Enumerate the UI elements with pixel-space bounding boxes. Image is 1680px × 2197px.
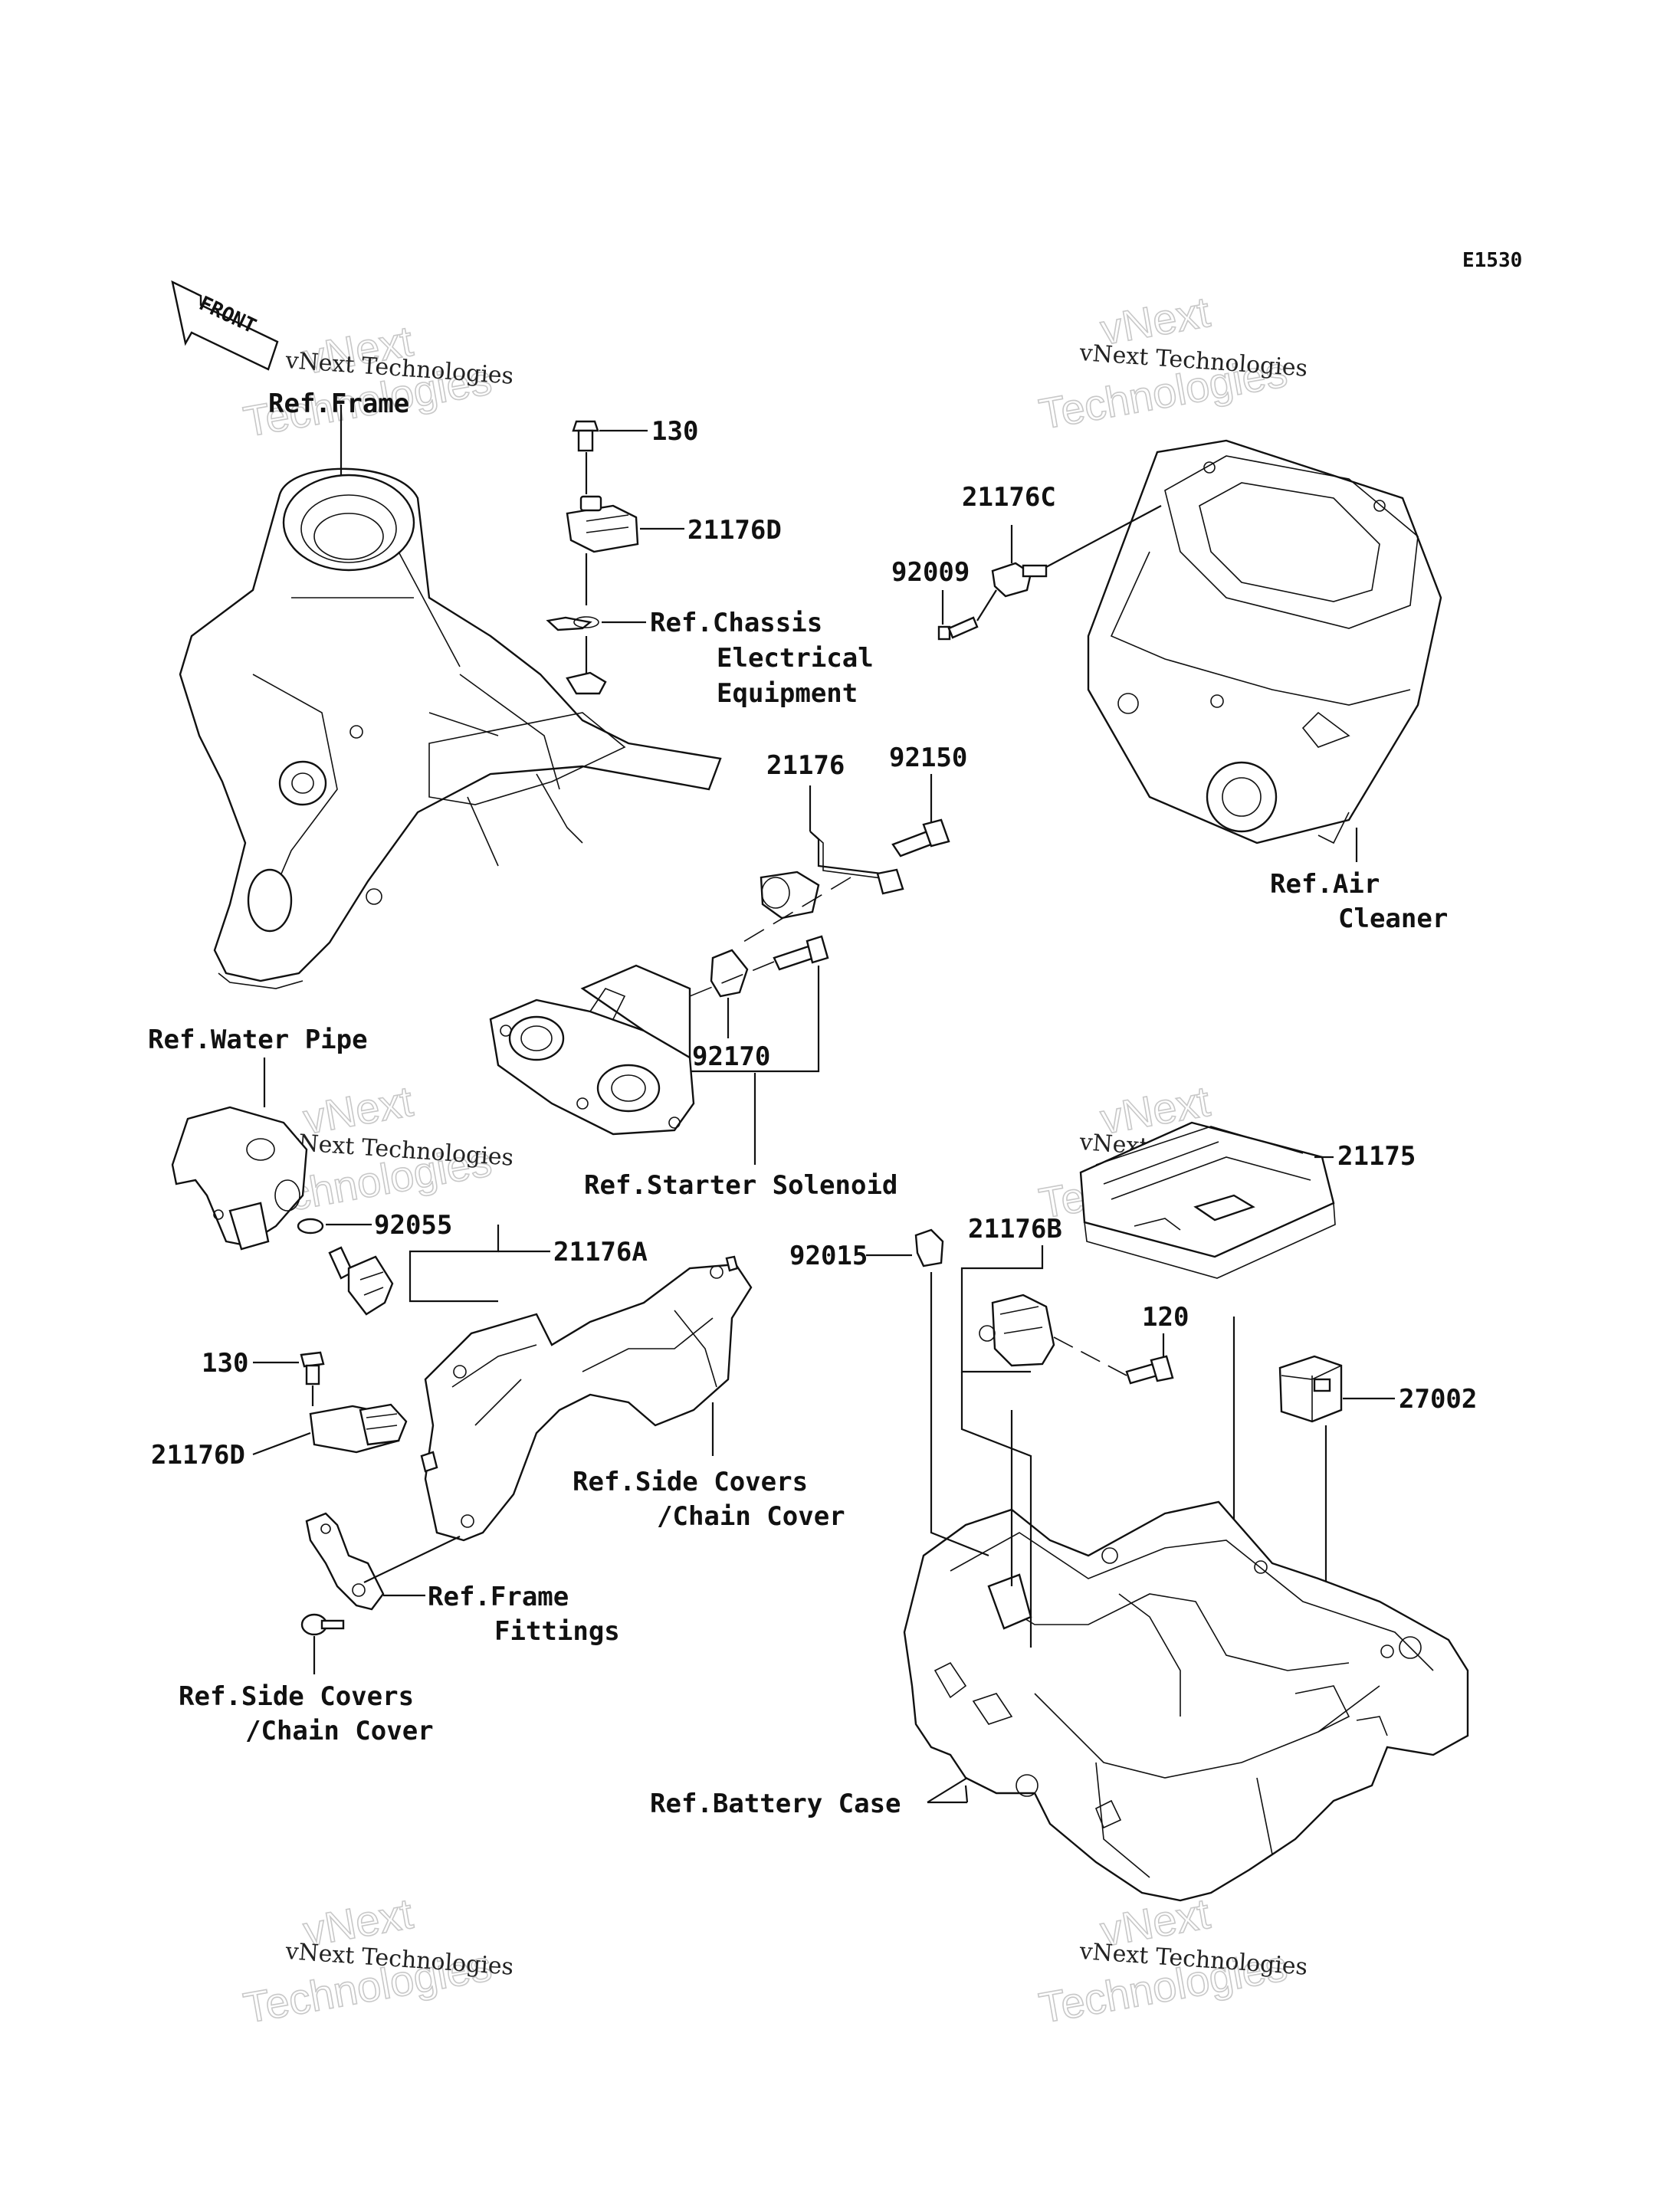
screw-side-cover[interactable] — [300, 1613, 345, 1636]
bolt-130-bottom[interactable] — [300, 1351, 325, 1385]
label-ref-battery: Ref.Battery Case — [650, 1789, 901, 1819]
label-92150: 92150 — [889, 743, 967, 773]
relay-27002[interactable] — [1278, 1355, 1343, 1423]
air-cleaner-drawing — [1087, 439, 1442, 844]
label-ref-side-covers-1b: /Chain Cover — [657, 1501, 845, 1532]
label-ref-side-covers-1a: Ref.Side Covers — [573, 1467, 808, 1497]
frame-drawing — [179, 405, 722, 989]
clamp-92170[interactable] — [710, 949, 749, 998]
label-21176C: 21176C — [962, 482, 1056, 513]
label-ref-chassis-2: Electrical — [717, 643, 874, 674]
sensor-21176A[interactable] — [328, 1246, 394, 1316]
clip-92015[interactable] — [914, 1228, 944, 1267]
watermark-bottom-right: vNext Technologies vNext Technologies — [1035, 1888, 1308, 2033]
front-arrow-icon: FRONT — [171, 280, 279, 371]
sensor-21176D-bottom[interactable] — [309, 1403, 408, 1454]
label-ref-starter: Ref.Starter Solenoid — [584, 1170, 897, 1201]
label-21176D-bottom: 21176D — [151, 1440, 245, 1471]
frame-fittings-drawing — [305, 1512, 385, 1611]
label-ref-air-1: Ref.Air — [1270, 869, 1380, 900]
watermark-top-left: vNext Technologies vNext Technologies — [239, 316, 514, 447]
washer-92055[interactable] — [297, 1218, 324, 1235]
bolt-92150[interactable] — [891, 818, 950, 857]
sensor-21176D-top[interactable] — [566, 495, 639, 553]
connector-21176-end — [876, 868, 904, 895]
bolt-92009[interactable] — [937, 616, 979, 641]
label-21175: 21175 — [1337, 1141, 1416, 1172]
bolt-120[interactable] — [1125, 1355, 1174, 1385]
side-cover-bracket-drawing — [420, 1255, 753, 1542]
label-92170: 92170 — [692, 1041, 770, 1072]
diagram-code: E1530 — [1462, 249, 1522, 272]
label-92009: 92009 — [891, 557, 970, 588]
label-92055: 92055 — [374, 1210, 452, 1241]
label-ref-frame-fit-2: Fittings — [494, 1616, 620, 1647]
label-ref-chassis-3: Equipment — [717, 678, 858, 709]
sensor-21176[interactable] — [760, 871, 820, 920]
sensor-21176C[interactable] — [991, 562, 1048, 598]
label-21176B: 21176B — [968, 1214, 1062, 1244]
label-21176A: 21176A — [553, 1237, 648, 1267]
label-ref-side-covers-2a: Ref.Side Covers — [179, 1681, 414, 1712]
water-pipe-drawing — [171, 1106, 308, 1251]
label-ref-frame-fit-1: Ref.Frame — [428, 1582, 569, 1612]
label-92015: 92015 — [789, 1241, 868, 1271]
label-ref-frame: Ref.Frame — [268, 389, 409, 419]
label-27002: 27002 — [1399, 1384, 1477, 1415]
watermark-bottom-left: vNext Technologies vNext Technologies — [239, 1888, 514, 2033]
label-ref-side-covers-2b: /Chain Cover — [245, 1716, 434, 1746]
starter-solenoid-drawing — [489, 964, 695, 1136]
label-120: 120 — [1142, 1302, 1189, 1333]
label-130-bottom: 130 — [202, 1348, 248, 1379]
label-21176D-top: 21176D — [687, 515, 782, 546]
label-21176: 21176 — [766, 750, 845, 781]
label-ref-chassis-1: Ref.Chassis — [650, 608, 822, 638]
battery-case-drawing — [903, 1500, 1469, 1902]
bolt-130-top[interactable] — [572, 420, 599, 452]
label-ref-water-pipe: Ref.Water Pipe — [148, 1025, 368, 1055]
bolt-92170[interactable] — [773, 935, 829, 971]
watermark-top-right: vNext Technologies vNext Technologies — [1035, 287, 1308, 439]
sensor-21176B[interactable] — [979, 1294, 1055, 1367]
washer-ref-chassis — [546, 616, 599, 631]
label-ref-air-2: Cleaner — [1338, 903, 1448, 934]
ecu-21175[interactable] — [1079, 1121, 1336, 1279]
label-130-top: 130 — [651, 416, 698, 447]
